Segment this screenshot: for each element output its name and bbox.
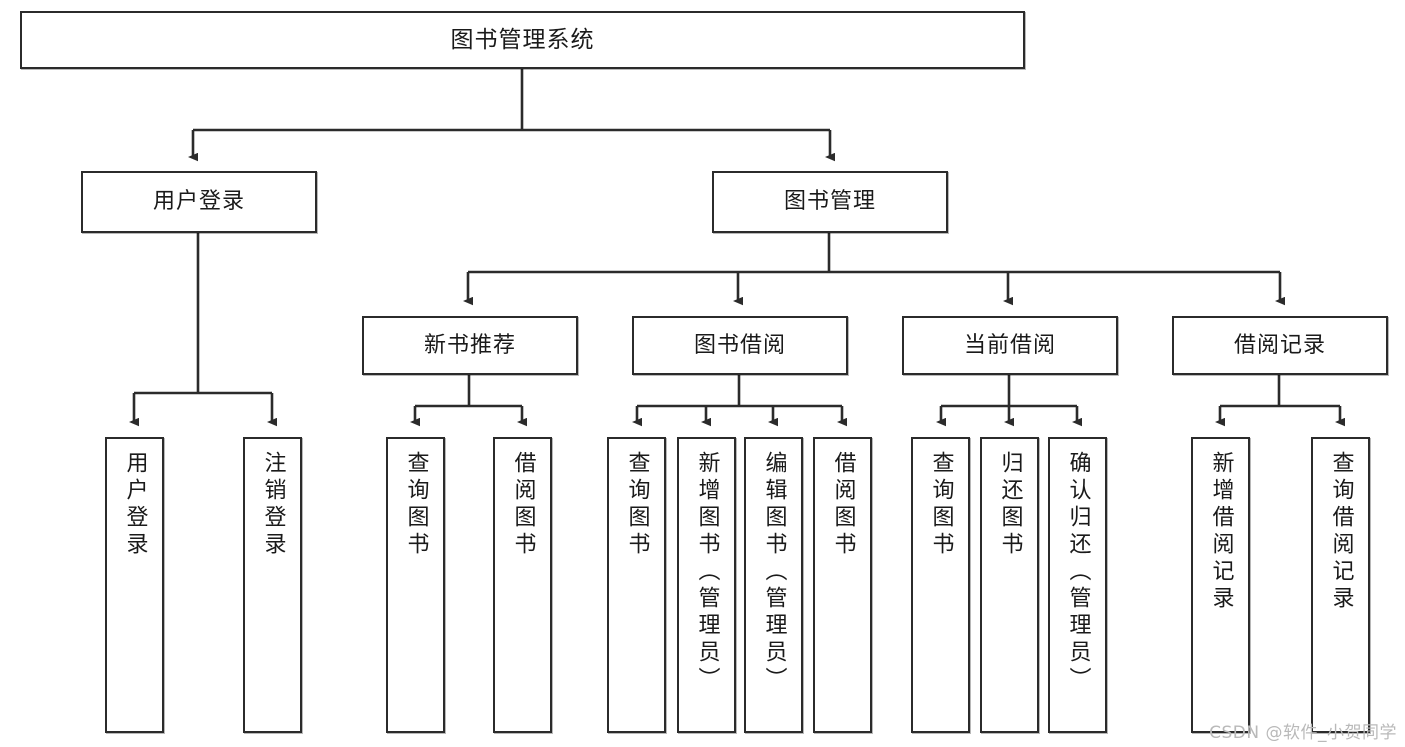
node-label: 编辑图书（管理员） [761,451,787,694]
node-label: 查询图书 [403,451,429,559]
node-label: 借阅图书 [830,451,856,559]
node-label: 确认归还（管理员） [1065,451,1091,694]
node-leaf-borrow-book-recommend[interactable]: 借阅图书 [493,437,552,733]
node-label: 借阅图书 [510,451,536,559]
node-label: 借阅记录 [1233,332,1326,358]
node-label: 当前借阅 [963,332,1056,358]
node-book-borrow[interactable]: 图书借阅 [632,316,848,375]
node-borrow-record[interactable]: 借阅记录 [1172,316,1388,375]
node-leaf-add-borrow-record[interactable]: 新增借阅记录 [1191,437,1250,733]
node-new-book-recommend[interactable]: 新书推荐 [362,316,578,375]
node-leaf-query-borrow-record[interactable]: 查询借阅记录 [1311,437,1370,733]
node-label: 归还图书 [997,451,1023,559]
node-leaf-add-book-admin[interactable]: 新增图书（管理员） [677,437,736,733]
node-leaf-query-book-current[interactable]: 查询图书 [911,437,970,733]
node-root-book-management-system[interactable]: 图书管理系统 [20,11,1025,69]
node-label: 图书借阅 [693,332,786,358]
node-label: 新增借阅记录 [1208,451,1234,613]
node-current-borrow[interactable]: 当前借阅 [902,316,1118,375]
node-label: 用户登录 [122,451,148,559]
node-label: 新增图书（管理员） [694,451,720,694]
node-leaf-logout[interactable]: 注销登录 [243,437,302,733]
node-label: 查询图书 [624,451,650,559]
node-label: 用户登录 [152,189,245,214]
node-label: 图书管理 [783,189,876,214]
node-label: 图书管理系统 [450,26,595,53]
node-label: 查询借阅记录 [1328,451,1354,613]
node-leaf-edit-book-admin[interactable]: 编辑图书（管理员） [744,437,803,733]
node-label: 查询图书 [928,451,954,559]
watermark: CSDN @软件_小贺同学 [1209,723,1397,743]
node-leaf-return-book[interactable]: 归还图书 [980,437,1039,733]
node-label: 新书推荐 [423,332,516,358]
node-leaf-confirm-return-admin[interactable]: 确认归还（管理员） [1048,437,1107,733]
node-leaf-query-book-borrow[interactable]: 查询图书 [607,437,666,733]
node-leaf-borrow-book[interactable]: 借阅图书 [813,437,872,733]
node-book-management[interactable]: 图书管理 [712,171,948,233]
node-leaf-query-book-recommend[interactable]: 查询图书 [386,437,445,733]
node-user-login[interactable]: 用户登录 [81,171,317,233]
node-leaf-user-login[interactable]: 用户登录 [105,437,164,733]
node-label: 注销登录 [260,451,286,559]
